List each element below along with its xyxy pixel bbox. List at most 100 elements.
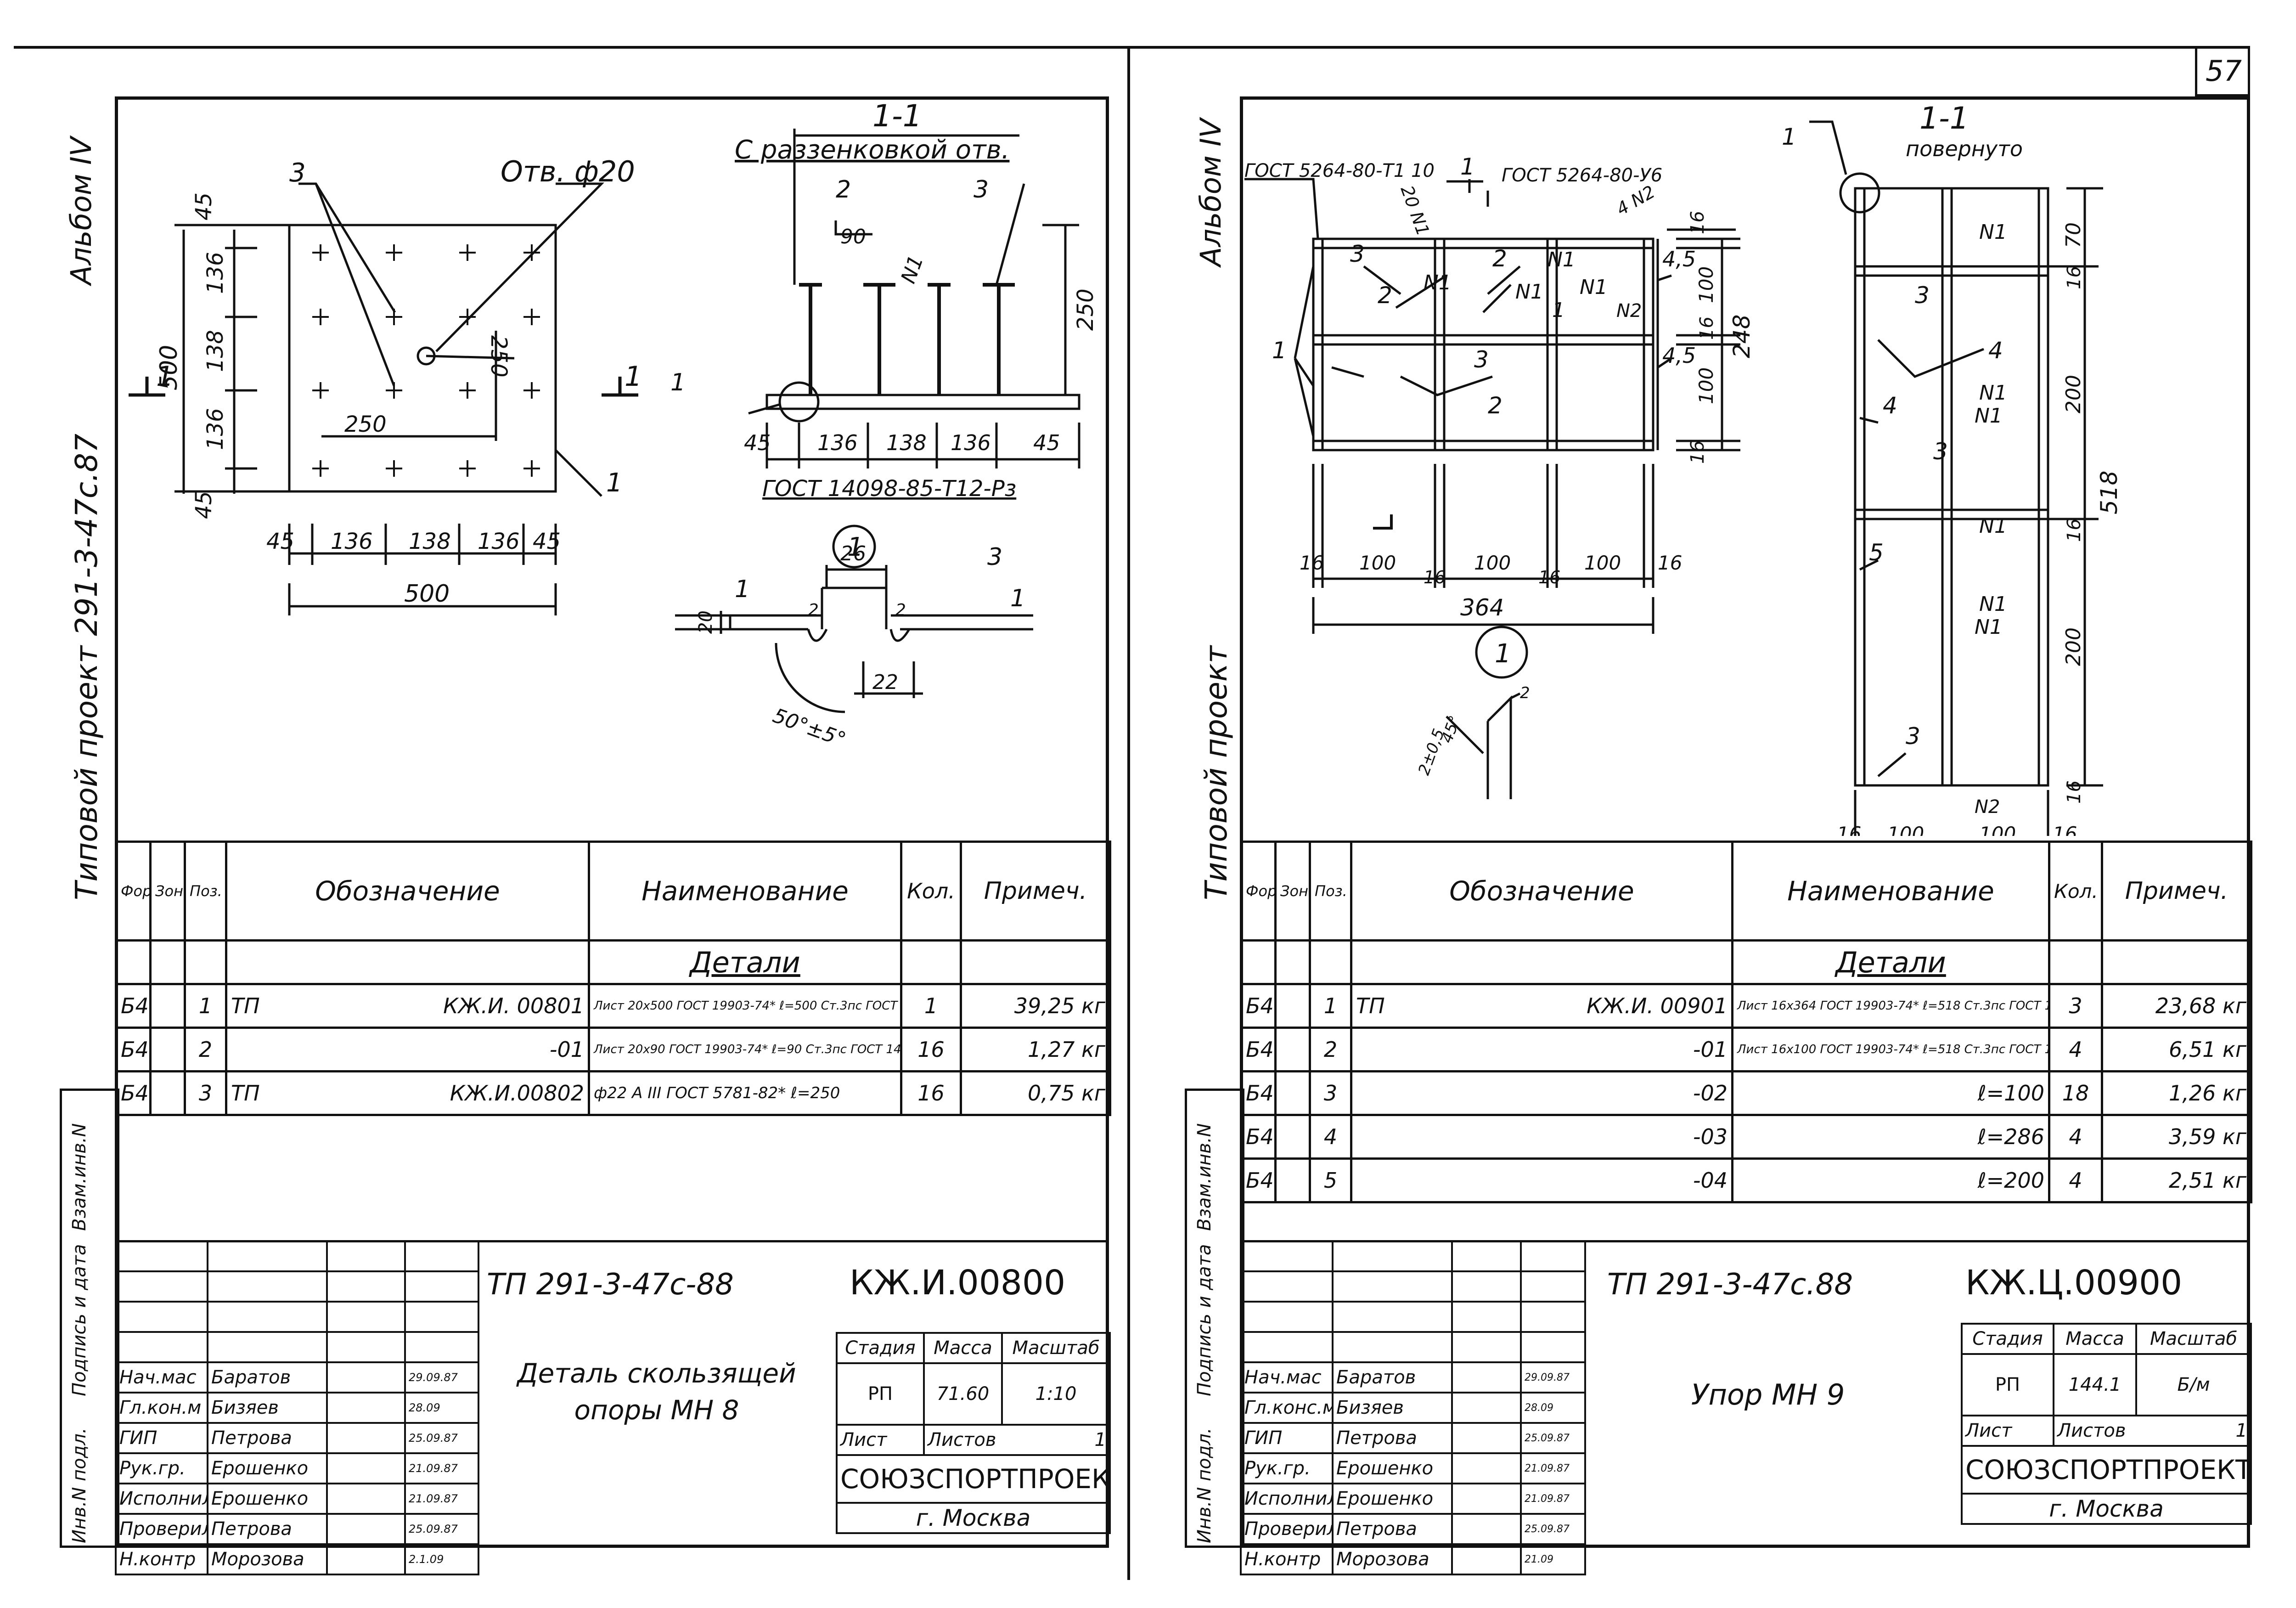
- side-label-replace: Взам.инв.N: [1194, 1123, 1215, 1231]
- table-row: Б4 3 -02 ℓ=100 18 1,26 кг: [1240, 1070, 2252, 1116]
- dim-22: 22: [872, 671, 898, 694]
- page-number: 57: [2206, 54, 2242, 88]
- dim-side-h-1: 100: [1887, 823, 1924, 836]
- side-pos-1: 3: [1915, 282, 1930, 309]
- pos-label-3a: 3: [289, 158, 306, 188]
- pos-n2: N2: [1616, 300, 1642, 322]
- side-pos-2: 4: [1988, 337, 2003, 364]
- dim-section-3: 136: [951, 430, 991, 455]
- weld-note-b: ГОСТ 5264-80-У6: [1502, 165, 1662, 186]
- project-label: Типовой проект 291-3-47с.87: [69, 433, 104, 900]
- dim-section-4: 45: [1033, 430, 1060, 455]
- dim-front-h-2: 16: [1424, 567, 1446, 587]
- dim-4n2: 4 N2: [1613, 181, 1659, 220]
- center-fold-line: [1127, 46, 1130, 1580]
- hdr-qty: Кол.: [900, 841, 962, 942]
- dim-plan-v-2: 138: [203, 330, 228, 372]
- hdr-designation: Обозначение: [1350, 841, 1733, 942]
- pos-label-1a: 1: [606, 468, 623, 498]
- hdr-qty: Кол.: [2048, 841, 2103, 942]
- section-note: С раззенковкой отв.: [735, 135, 1009, 165]
- dim-section-0: 45: [744, 430, 771, 455]
- side-pos-3: 4: [1883, 392, 1897, 419]
- dim-side-v-0: 70: [2062, 222, 2085, 248]
- dim-front-v-3: 100: [1695, 367, 1717, 404]
- dim-front-h-3: 100: [1474, 552, 1511, 574]
- section-title: 1-1: [1919, 101, 1969, 136]
- table-row: Б4 2 -01 Лист 20x90 ГОСТ 19903-74* ℓ=90 …: [115, 1027, 1111, 1072]
- pos-n1d: N1: [1515, 280, 1543, 304]
- drawing-left: 1 1 Отв. ф20 3 1 45 136 138 136 45 500 4…: [129, 101, 1098, 752]
- dim-side-v-2: 200: [2062, 375, 2085, 413]
- dim-20n1: 20 N1: [1397, 183, 1434, 238]
- side-pos-4: N1: [1979, 381, 2007, 405]
- dim-plan-h-3: 136: [478, 529, 520, 554]
- dim-45a: 4,5: [1662, 247, 1696, 271]
- weld-note-a: ГОСТ 5264-80-Т1 10: [1244, 160, 1435, 181]
- side-label-inv: Инв.N подл.: [1194, 1427, 1215, 1543]
- spec-table-right: Формат Зона Поз. Обозначение Наименовани…: [1240, 841, 2252, 1203]
- dim-plan-h-0: 45: [266, 529, 294, 554]
- album-label: Альбом IV: [1194, 118, 1227, 266]
- dim-total-h: 500: [404, 580, 450, 608]
- hdr-name: Наименование: [1731, 841, 2050, 942]
- plate-plan: [288, 224, 557, 493]
- pos-label-1b: 1: [670, 369, 686, 396]
- section-plate: [765, 394, 1080, 410]
- pos-label-1d: 1: [1010, 585, 1025, 612]
- pos-label-1c: 1: [735, 575, 750, 603]
- doc-number: ТП 291-3-47с.88: [1607, 1268, 1853, 1302]
- pos-n1a: N1: [1424, 271, 1452, 294]
- dim-plan-v-0: 45: [191, 192, 217, 220]
- section-title: 1-1: [872, 101, 922, 134]
- dim-front-v-4: 16: [1687, 440, 1708, 464]
- hdr-note: Примеч.: [2101, 841, 2252, 942]
- detail-dim-1: 45°: [1438, 713, 1464, 745]
- side-label-replace: Взам.инв.N: [69, 1123, 90, 1231]
- hdr-format: Формат: [1240, 841, 1277, 942]
- dim-250-c: 250: [1073, 288, 1098, 331]
- hdr-zone: Зона: [1274, 841, 1311, 942]
- pos-1: 1: [1272, 337, 1287, 364]
- pos-3b: 3: [1474, 346, 1489, 373]
- dim-side-h-4: 16: [2053, 823, 2077, 836]
- dim-side-v-4: 200: [2062, 627, 2085, 666]
- dim-side-h-3: 100: [1979, 823, 2016, 836]
- table-row: Б4 2 -01 Лист 16x100 ГОСТ 19903-74* ℓ=51…: [1240, 1027, 2252, 1072]
- hdr-designation: Обозначение: [225, 841, 590, 942]
- dim-section-1: 136: [817, 430, 858, 455]
- side-pos-10: N1: [1975, 615, 2003, 639]
- section-subtitle: повернуто: [1906, 136, 2023, 161]
- dim-plan-v-4: 45: [191, 491, 217, 519]
- hdr-pos: Поз.: [184, 841, 227, 942]
- dim-20: 20: [695, 610, 716, 634]
- dim-90: 90: [840, 225, 866, 248]
- detail-marker: 1: [847, 532, 864, 562]
- side-pos-7: N1: [1979, 514, 2007, 538]
- dim-45b: 4,5: [1662, 343, 1696, 368]
- section-label: Детали: [1731, 939, 2050, 985]
- doc-number: ТП 291-3-47с-88: [487, 1268, 734, 1302]
- table-row: Б4 5 -04 ℓ=200 4 2,51 кг: [1240, 1157, 2252, 1203]
- dim-total-side-v: 518: [2096, 471, 2122, 514]
- top-border-line: [14, 46, 2250, 49]
- pos-2a: 2: [1378, 282, 1392, 309]
- side-pos-12: N2: [1975, 796, 2000, 818]
- table-row: Б4 4 -03 ℓ=286 4 3,59 кг: [1240, 1114, 2252, 1160]
- weld-note: ГОСТ 14098-85-Т12-Рз: [762, 476, 1016, 502]
